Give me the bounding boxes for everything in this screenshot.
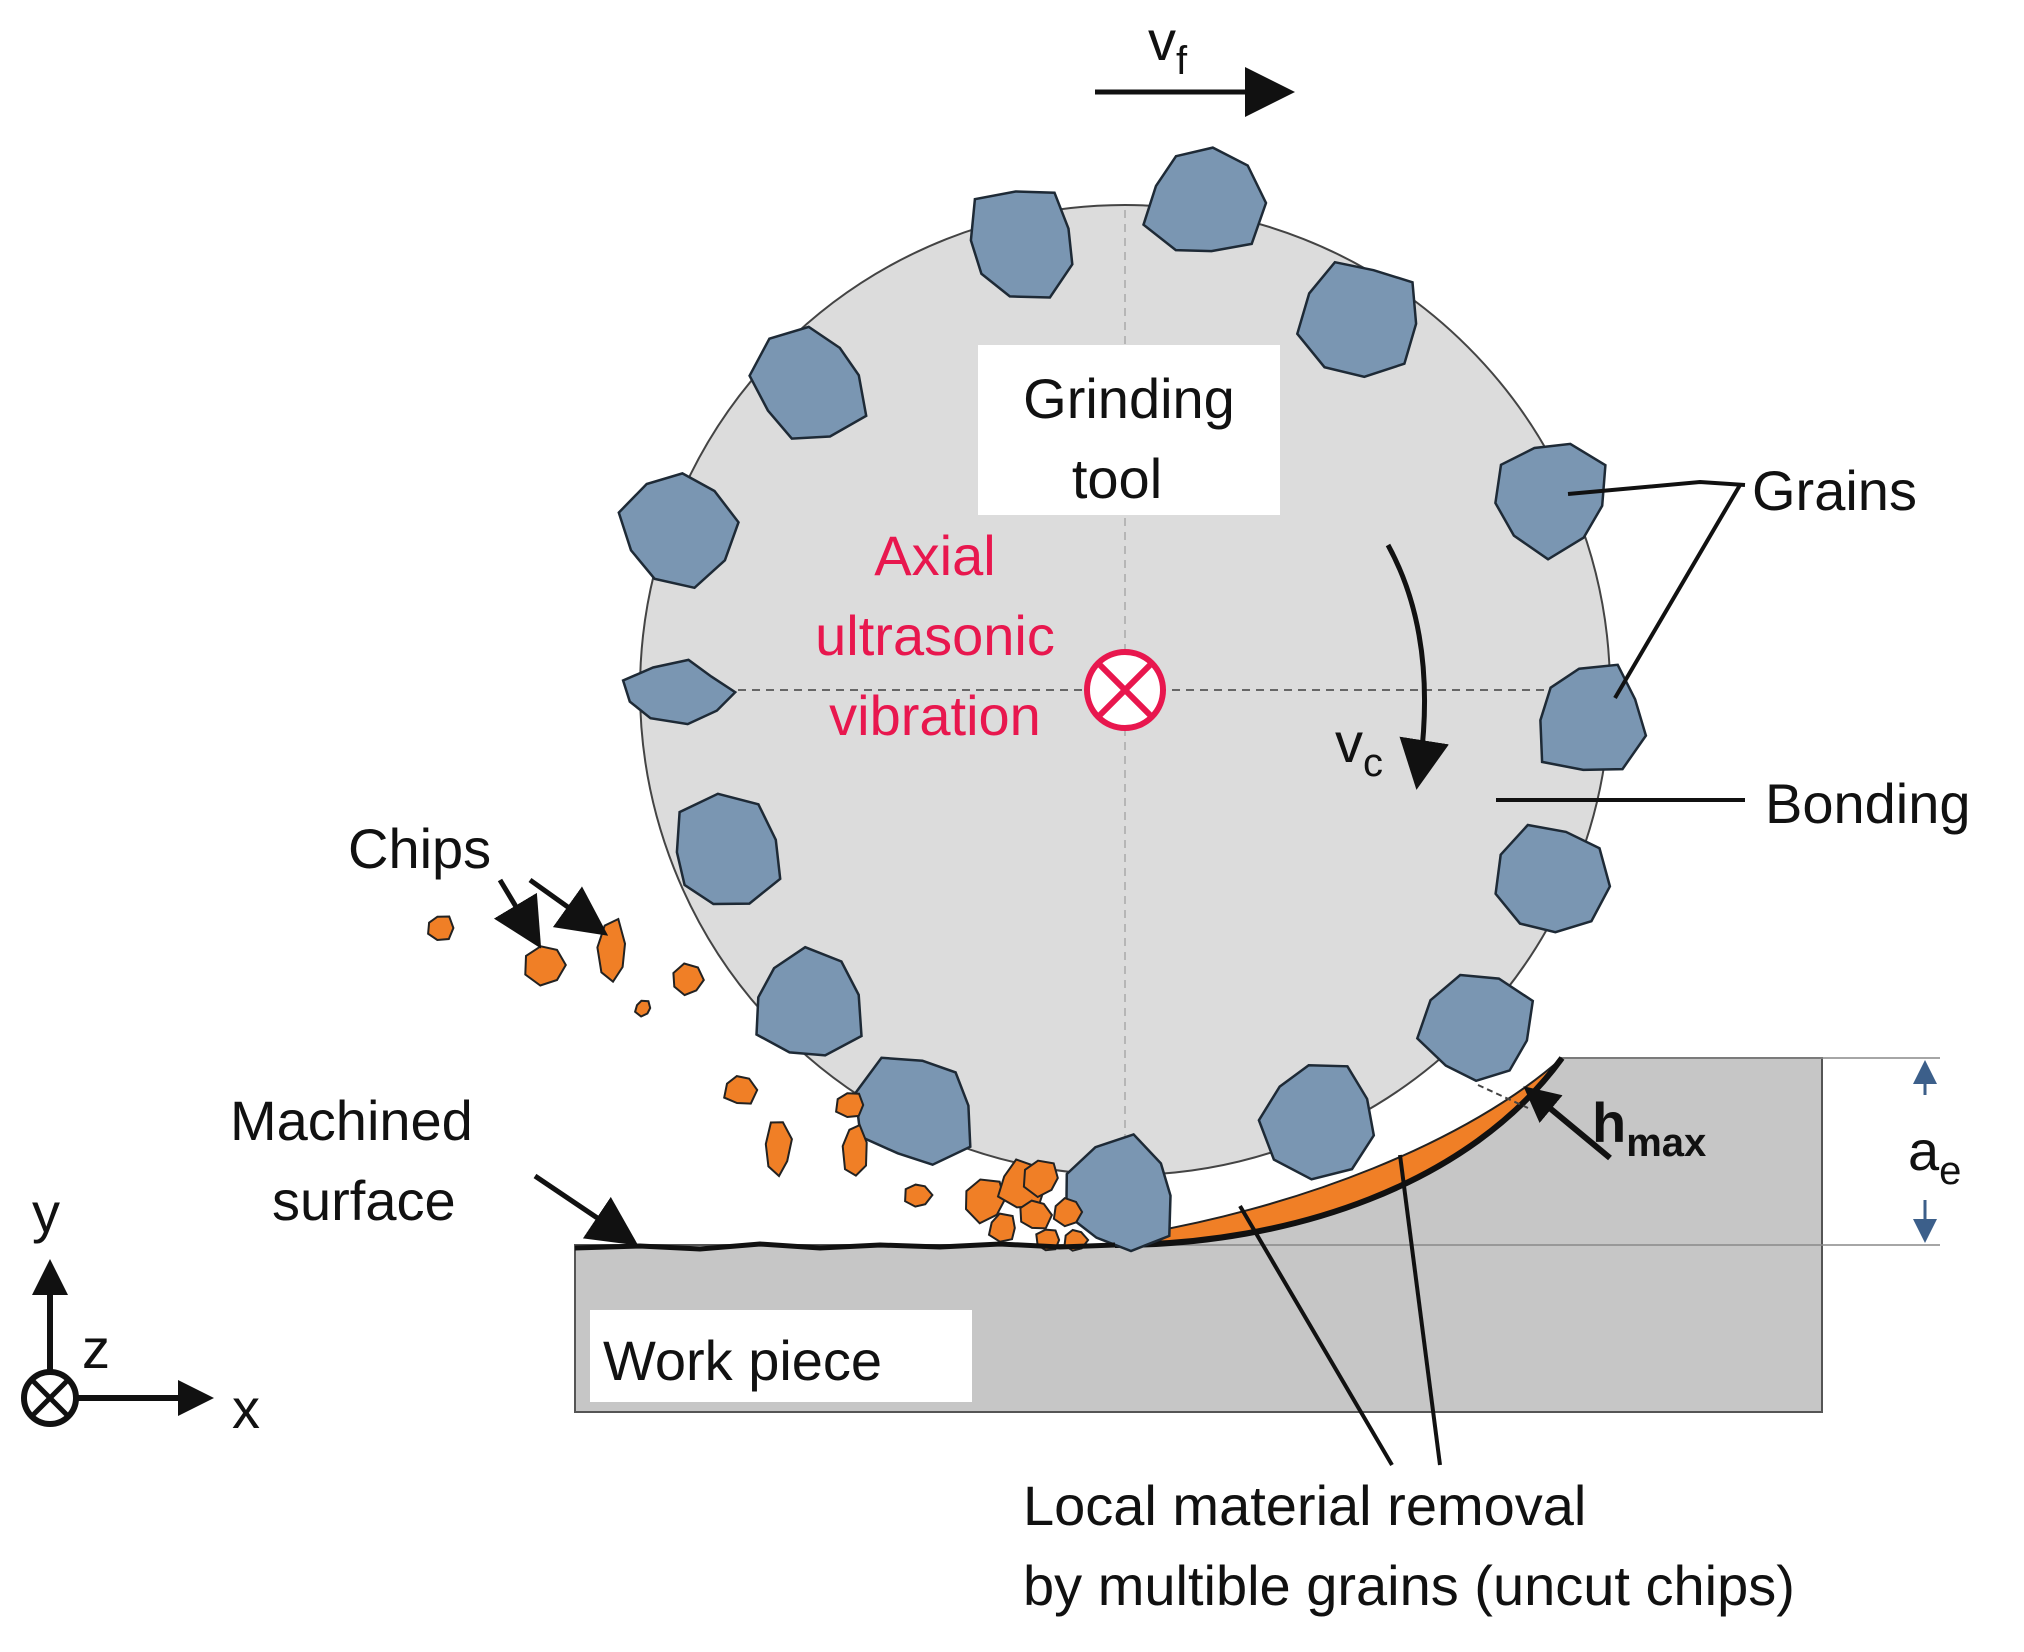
vibration-label-line1: Axial bbox=[874, 524, 995, 587]
chip bbox=[633, 999, 652, 1018]
chips-label: Chips bbox=[348, 817, 491, 880]
vibration-label-line3: vibration bbox=[829, 684, 1041, 747]
hmax-dashed-line bbox=[1477, 1084, 1529, 1109]
hmax-arrow bbox=[1523, 1086, 1612, 1161]
machined-label-line2: surface bbox=[272, 1169, 456, 1232]
chip bbox=[964, 1178, 1006, 1225]
tool-label-line2: tool bbox=[1072, 447, 1162, 510]
ae-label: ae bbox=[1908, 1119, 1961, 1193]
chip bbox=[904, 1183, 934, 1208]
removal-leader-line-1 bbox=[1238, 1204, 1394, 1467]
workpiece-label: Work piece bbox=[603, 1329, 882, 1392]
grain bbox=[675, 792, 782, 906]
circle-cross-icon bbox=[21, 1369, 79, 1427]
chip bbox=[764, 1121, 793, 1178]
chips-arrow-1 bbox=[493, 878, 542, 949]
grain bbox=[748, 325, 868, 440]
chip bbox=[672, 962, 705, 997]
contact-arc bbox=[1114, 1056, 1565, 1248]
chip bbox=[427, 915, 455, 942]
chip bbox=[524, 945, 567, 987]
grain bbox=[969, 190, 1074, 299]
chip bbox=[1019, 1199, 1054, 1230]
cutting-velocity-arrow bbox=[1385, 543, 1449, 790]
grain bbox=[1295, 260, 1418, 379]
chip bbox=[596, 917, 627, 984]
vibration-label-line2: ultrasonic bbox=[815, 604, 1055, 667]
chip bbox=[835, 1092, 865, 1119]
grain bbox=[1494, 442, 1607, 561]
machined-surface-arrow bbox=[533, 1173, 639, 1246]
x-axis-label: x bbox=[232, 1377, 260, 1440]
grains-group bbox=[617, 146, 1648, 1253]
grains-leader-line-2 bbox=[1613, 483, 1742, 700]
grain bbox=[1257, 1063, 1376, 1181]
circle-cross-icon bbox=[1084, 649, 1166, 731]
grains-leader-line-1 bbox=[1567, 479, 1746, 496]
grain bbox=[1494, 823, 1612, 934]
chip bbox=[841, 1123, 868, 1177]
workpiece-label-box bbox=[590, 1310, 972, 1402]
grain bbox=[755, 945, 863, 1057]
removal-leader-line-2 bbox=[1398, 1154, 1442, 1466]
removal-label-line1: Local material removal bbox=[1023, 1474, 1586, 1537]
machined-label-line1: Machined bbox=[230, 1089, 473, 1152]
cutting-velocity-label: vc bbox=[1335, 711, 1383, 785]
chip bbox=[723, 1075, 759, 1105]
grains-label: Grains bbox=[1752, 459, 1917, 522]
grain bbox=[1065, 1132, 1172, 1253]
removal-label-line2: by multible grains (uncut chips) bbox=[1023, 1554, 1795, 1617]
tool-label-line1: Grinding bbox=[1023, 367, 1235, 430]
grain bbox=[1142, 146, 1268, 253]
grain bbox=[617, 472, 740, 590]
chip bbox=[987, 1212, 1016, 1243]
coordinate-system: y z x bbox=[21, 1181, 260, 1440]
tool-label-box bbox=[978, 345, 1280, 515]
chips-arrow-2 bbox=[528, 877, 609, 936]
grain bbox=[621, 658, 738, 726]
hmax-label: hmax bbox=[1592, 1091, 1706, 1165]
chip bbox=[1022, 1159, 1059, 1199]
feed-velocity-label: vf bbox=[1148, 9, 1188, 83]
y-axis-label: y bbox=[32, 1181, 60, 1244]
machined-surface-line bbox=[574, 1241, 1116, 1252]
z-axis-label: z bbox=[82, 1317, 110, 1380]
chip bbox=[1052, 1196, 1084, 1228]
grain bbox=[1415, 973, 1535, 1083]
bonding-label: Bonding bbox=[1765, 772, 1971, 835]
grain bbox=[853, 1056, 972, 1167]
